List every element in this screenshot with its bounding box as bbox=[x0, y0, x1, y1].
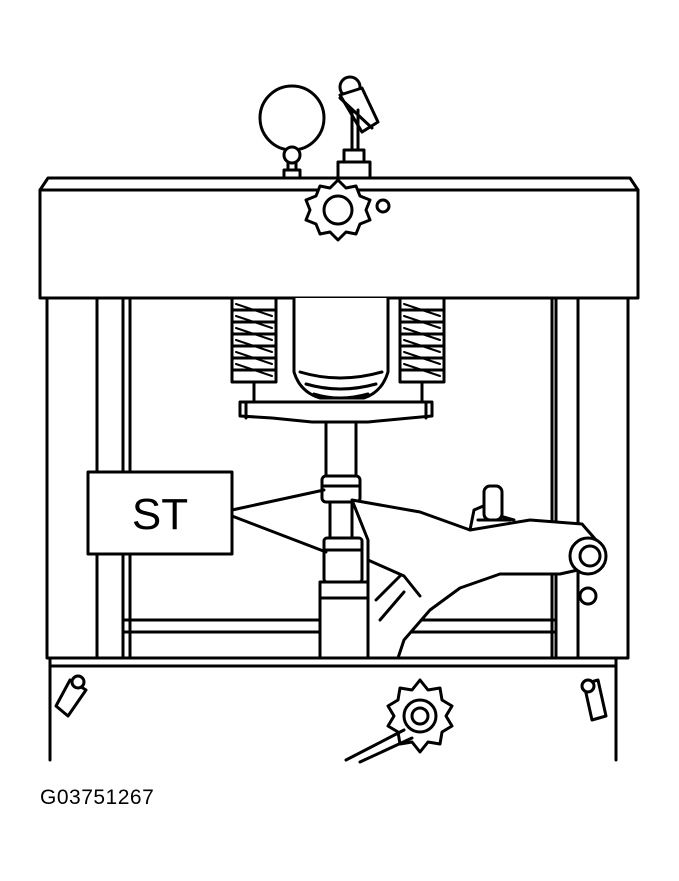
callout-leader-lines bbox=[230, 488, 328, 554]
base-left-pin bbox=[54, 674, 88, 718]
ram-plate bbox=[238, 400, 434, 424]
lower-special-tool bbox=[318, 536, 370, 660]
top-adjust-gear bbox=[304, 178, 391, 242]
pressure-gauge bbox=[258, 84, 326, 180]
right-return-spring bbox=[398, 296, 446, 402]
pump-handle bbox=[336, 75, 380, 180]
press-base-table bbox=[48, 656, 618, 762]
figure-id: G03751267 bbox=[40, 786, 155, 809]
base-right-pin bbox=[580, 678, 608, 722]
upper-special-tool bbox=[320, 474, 362, 540]
arm-bushing bbox=[568, 536, 608, 606]
callout-label: ST bbox=[132, 490, 188, 539]
left-return-spring bbox=[230, 296, 278, 402]
ram-rod bbox=[324, 420, 358, 480]
callout-box bbox=[86, 470, 234, 556]
base-adjust-gear bbox=[344, 678, 454, 764]
hydraulic-cylinder bbox=[292, 296, 390, 400]
